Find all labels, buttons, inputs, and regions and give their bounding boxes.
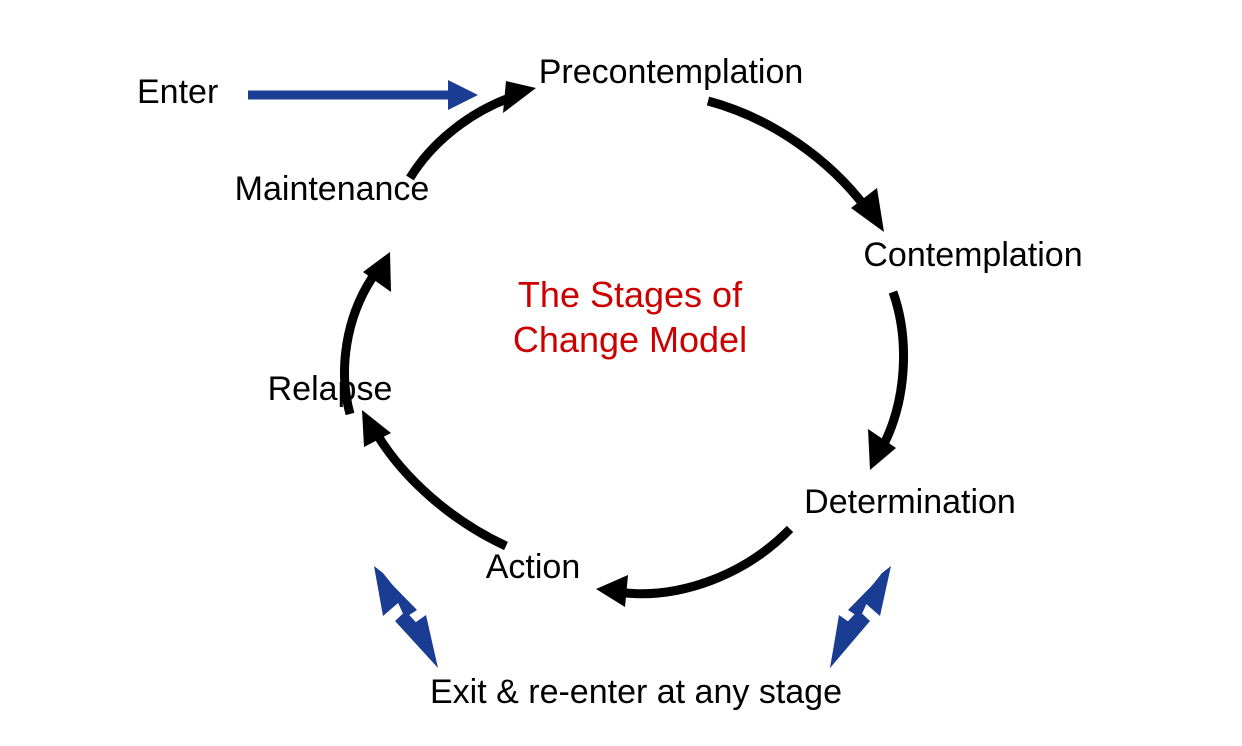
arrow-contemplation-to-determination — [868, 290, 908, 470]
arrow-relapse-to-maintenance — [340, 252, 391, 416]
enter-label: Enter — [137, 73, 219, 111]
arrow-maintenance-to-precontemplation — [406, 81, 536, 181]
stage-label-relapse[interactable]: Relapse — [267, 370, 393, 408]
arrow-precontemplation-to-contemplation — [706, 96, 884, 232]
enter-arrow — [248, 80, 478, 110]
arrow-determination-to-action — [596, 525, 794, 607]
stage-label-action[interactable]: Action — [485, 548, 581, 586]
exit-arrow-right — [830, 566, 891, 668]
exit-label: Exit & re-enter at any stage — [430, 673, 842, 711]
stage-label-determination[interactable]: Determination — [804, 483, 1016, 521]
diagram-title: The Stages of Change Model — [513, 272, 747, 362]
stage-label-precontemplation[interactable]: Precontemplation — [538, 53, 804, 91]
diagram-title-line-1: The Stages of — [517, 274, 743, 315]
stage-label-contemplation[interactable]: Contemplation — [863, 236, 1083, 274]
arrow-action-to-relapse — [362, 410, 508, 551]
diagram-title-line-2: Change Model — [512, 319, 748, 360]
exit-arrow-left — [374, 566, 438, 668]
stage-label-maintenance[interactable]: Maintenance — [234, 170, 430, 208]
